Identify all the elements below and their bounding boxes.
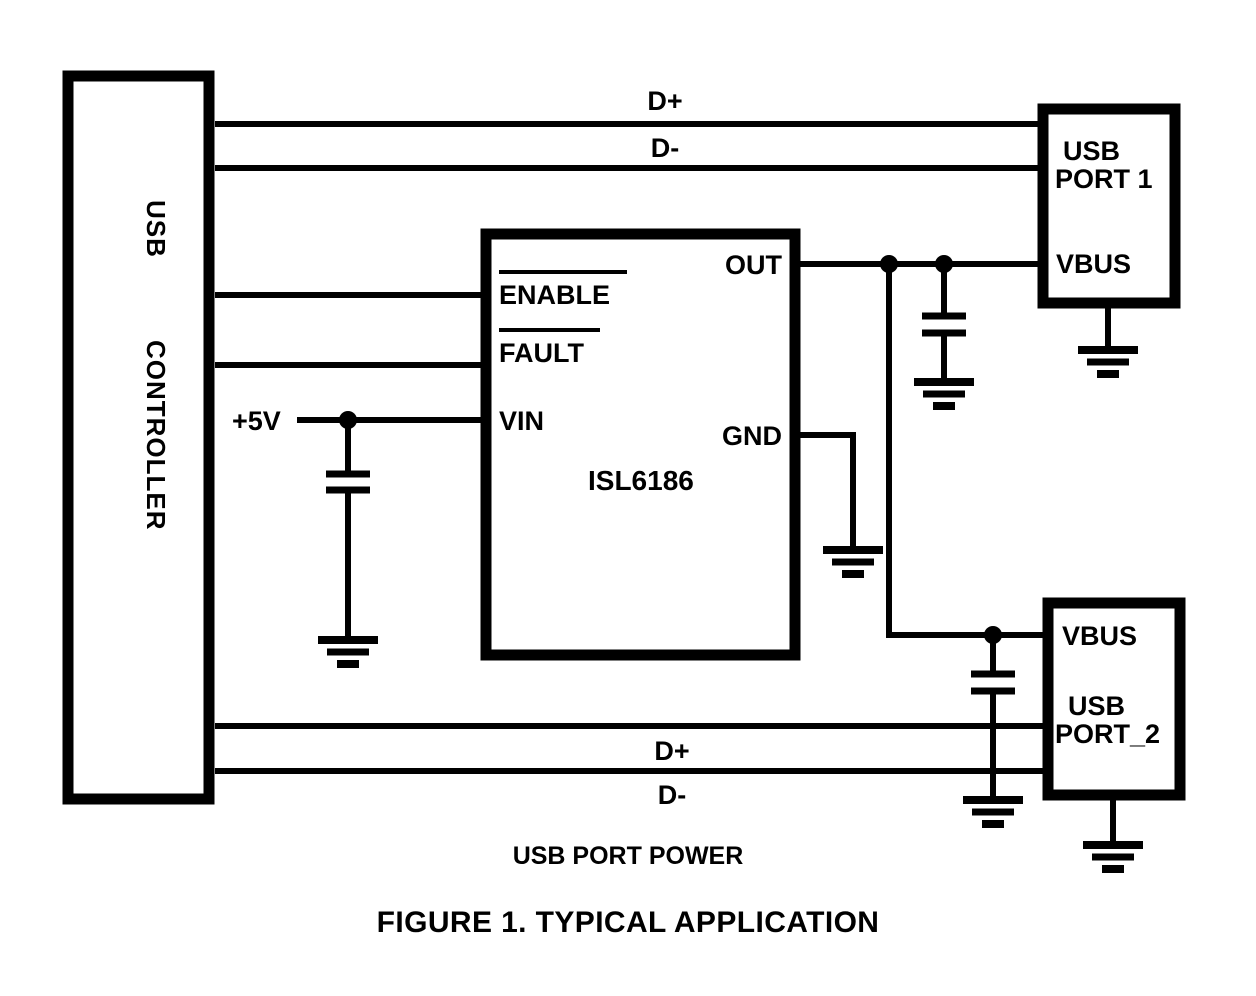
isl6186-block[interactable] [480, 228, 801, 661]
net-label-supply: +5V [232, 406, 281, 436]
wire-group-bottom-data-lines [215, 723, 1045, 774]
usb-port-2-block[interactable] [1042, 597, 1186, 801]
figure-subcaption: USB PORT POWER [513, 842, 744, 870]
wire-group-device-gnd [800, 432, 856, 550]
wire-group-output [800, 261, 1045, 638]
usb-controller-label-line2: CONTROLLER [141, 340, 171, 531]
usb-port-1-title-line1: USB [1063, 136, 1120, 166]
wire-group-top-data-lines [215, 121, 1040, 171]
net-label-bottom-dplus: D+ [654, 736, 689, 766]
pin-label-vin: VIN [499, 406, 544, 436]
wire-group-supply [297, 417, 485, 640]
usb-controller-block[interactable] [62, 70, 215, 805]
wire-group-control-lines [215, 292, 485, 368]
ground-symbol-device-gnd [823, 546, 883, 578]
pin-label-enable: ENABLE [499, 280, 610, 310]
usb-port-2-pin-vbus: VBUS [1062, 621, 1137, 651]
usb-port-2-title-line1: USB [1068, 691, 1125, 721]
device-part-number: ISL6186 [588, 465, 694, 496]
ground-symbol-port2 [1083, 841, 1143, 873]
pin-label-gnd: GND [722, 421, 782, 451]
usb-controller-label-group: USB CONTROLLER [141, 200, 171, 531]
usb-port-1-title-line2: PORT 1 [1055, 164, 1153, 194]
capacitor-port1-output [922, 312, 966, 337]
junction-dot-out-capacitor [935, 255, 953, 273]
usb-port-2-title-line2: PORT_2 [1055, 719, 1160, 749]
figure-caption: FIGURE 1. TYPICAL APPLICATION [377, 906, 880, 939]
ground-symbol-port1 [1078, 346, 1138, 378]
ground-symbol-port1-cap [914, 378, 974, 410]
junction-dot-vin [339, 411, 357, 429]
ground-symbol-port2-cap [963, 796, 1023, 828]
pin-label-fault: FAULT [499, 338, 584, 368]
junction-dot-port2-vbus [984, 626, 1002, 644]
usb-port-1-block[interactable] [1037, 103, 1181, 309]
usb-controller-label-line1: USB [141, 200, 171, 258]
net-label-top-dplus: D+ [647, 86, 682, 116]
capacitor-port2-output [971, 670, 1015, 695]
junction-dot-out-port2-branch [880, 255, 898, 273]
net-label-bottom-dminus: D- [658, 780, 687, 810]
ground-symbol-vin [318, 636, 378, 668]
pin-label-out: OUT [725, 250, 783, 280]
capacitor-vin [326, 470, 370, 494]
net-label-top-dminus: D- [651, 133, 680, 163]
usb-port-1-pin-vbus: VBUS [1056, 249, 1131, 279]
